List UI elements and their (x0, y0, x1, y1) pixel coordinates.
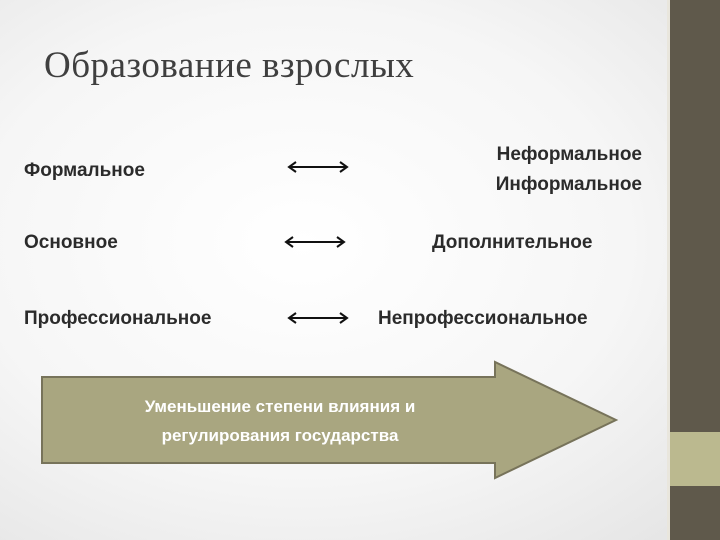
row-1-right-label-2: Информальное (495, 174, 642, 195)
row-3-double-arrow-icon (287, 312, 349, 324)
arrow-caption: Уменьшение степени влияния и регулирован… (60, 392, 500, 450)
side-divider-line (667, 0, 670, 540)
row-1-right-label-1: Неформальное (496, 144, 642, 165)
row-2-right-label: Дополнительное (432, 232, 593, 253)
row-2-left-label: Основное (24, 232, 118, 253)
arrow-caption-line-1: Уменьшение степени влияния и (144, 397, 416, 416)
side-accent-block (670, 432, 720, 486)
row-3-right-label: Непрофессиональное (378, 308, 588, 329)
arrow-caption-line-2: регулирования государства (161, 426, 399, 445)
row-1-left-label: Формальное (24, 160, 145, 181)
row-2-double-arrow-icon (284, 236, 346, 248)
row-3-left-label: Профессиональное (24, 308, 212, 329)
row-1-double-arrow-icon (287, 161, 349, 173)
row-1-right-labels: Неформальное Информальное (496, 140, 642, 200)
trend-block-arrow (41, 360, 619, 480)
side-decoration-strip (667, 0, 720, 540)
slide-title: Образование взрослых (44, 45, 415, 86)
